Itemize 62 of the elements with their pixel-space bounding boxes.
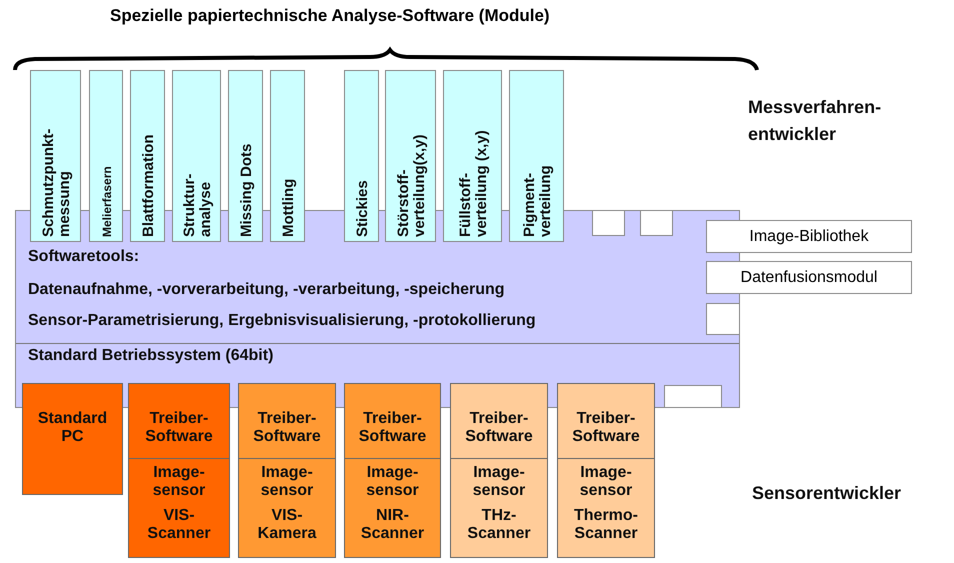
driver-box [450,383,548,459]
driver-label: Treiber- Software [252,410,322,446]
module-label: Stickies [354,180,370,237]
sensor-label: Thermo- Scanner [573,507,639,542]
driver-box [344,383,441,459]
title: Spezielle papiertechnische Analyse-Software (Module) [110,6,550,26]
sensor-label: Image- sensor [260,464,314,500]
module-box [509,70,564,242]
hardware-label: Standard PC [36,410,108,446]
sensor-label: NIR- Scanner [360,507,426,542]
module-box [30,70,81,242]
driver-label: Treiber- Software [571,410,641,446]
panel-text: Datenaufnahme, -vorverarbeitung, -verarbeitung, -speicherung [28,281,505,299]
module-label: Melierfasern [100,166,114,237]
hardware-box [22,383,123,495]
empty-box [706,303,740,335]
driver-box [128,383,230,459]
sensor-box [557,458,655,558]
empty-box [640,210,673,236]
panel-text: Sensor-Parametrisierung, Ergebnisvisualisierung, -protokollierung [28,312,536,330]
sensor-box [238,458,336,558]
module-label: Missing Dots [238,144,254,237]
panel-heading: Softwaretools: [28,248,140,266]
module-box [89,70,123,242]
driver-box [238,383,336,459]
module-box [706,220,912,253]
module-box [443,70,502,242]
module-label: Blattformation [140,134,156,237]
empty-box [664,385,722,408]
sensor-label: VIS- Kamera [256,507,318,542]
sensor-box [128,458,230,558]
sensor-box [344,458,441,558]
module-box [228,70,263,242]
sensor-box [450,458,548,558]
module-box [130,70,165,242]
role-label: Messverfahren- entwickler [748,96,882,146]
sensor-label: Image- sensor [472,464,526,500]
role-label: Sensorentwickler [752,482,902,505]
module-label: Image-Bibliothek [749,228,869,246]
module-label: Störstoff- verteilung(x,y) [396,133,428,237]
module-box [344,70,379,242]
module-label: Datenfusionsmodul [740,268,878,286]
module-label: Füllstoff- verteilung (x,y) [458,129,490,237]
sensor-label: VIS- Scanner [146,507,212,542]
driver-box [557,383,655,459]
module-label: Struktur- analyse [182,172,214,237]
panel-text: Standard Betriebssystem (64bit) [28,347,274,365]
module-box [385,70,436,242]
module-label: Schmutzpunkt- messung [40,128,72,237]
driver-label: Treiber- Software [358,410,428,446]
module-label: Pigment- verteilung [522,164,554,237]
module-label: Mottling [280,178,296,237]
module-box [172,70,221,242]
empty-box [592,210,625,236]
driver-label: Treiber- Software [144,410,214,446]
sensor-label: Image- sensor [578,464,634,500]
sensor-label: Image- sensor [152,464,206,500]
module-box [706,261,912,294]
sensor-label: THz- Scanner [466,507,532,542]
driver-label: Treiber- Software [464,410,534,446]
sensor-label: Image- sensor [365,464,420,500]
module-box [270,70,305,242]
